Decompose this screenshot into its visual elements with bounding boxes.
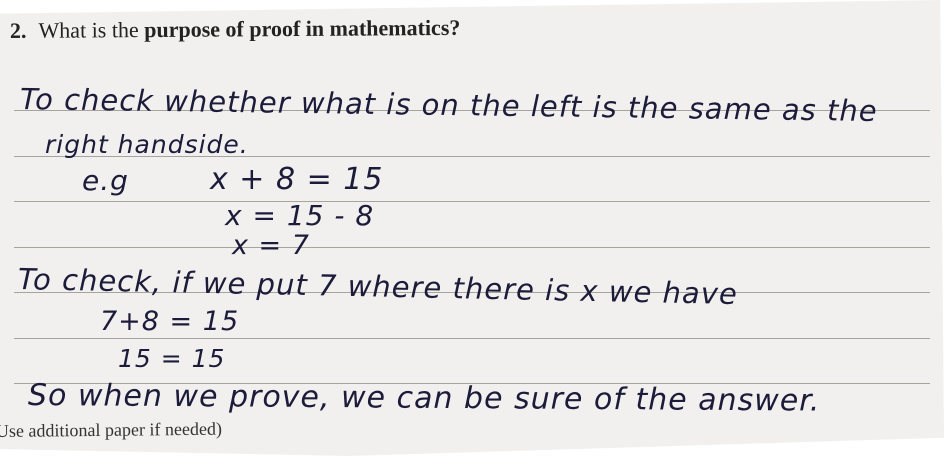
answer-equation-3: x = 7 <box>232 230 310 261</box>
ruled-line <box>14 201 930 202</box>
footer-note: Use additional paper if needed) <box>0 418 222 441</box>
ruled-line <box>14 156 930 157</box>
question-text-plain: What is the <box>38 17 139 43</box>
question-number: 2. <box>9 17 27 43</box>
ruled-line <box>14 338 930 339</box>
answer-equation-4: 7+8 = 15 <box>100 306 240 337</box>
ruled-line <box>14 110 930 111</box>
answer-equation-1: x + 8 = 15 <box>210 162 384 197</box>
question-text-bold: purpose of proof in mathematics? <box>144 14 461 43</box>
answer-eg-label: e.g <box>82 164 129 197</box>
answer-line-2: right handside. <box>45 130 249 159</box>
ruled-line <box>14 292 930 293</box>
answer-line-5: So when we prove, we can be sure of the … <box>27 378 821 419</box>
ruled-line <box>14 383 930 384</box>
question-heading: 2. What is the purpose of proof in mathem… <box>10 15 461 44</box>
answer-equation-5: 15 = 15 <box>118 344 226 373</box>
answer-equation-2: x = 15 - 8 <box>225 199 375 232</box>
ruled-line <box>14 247 930 248</box>
